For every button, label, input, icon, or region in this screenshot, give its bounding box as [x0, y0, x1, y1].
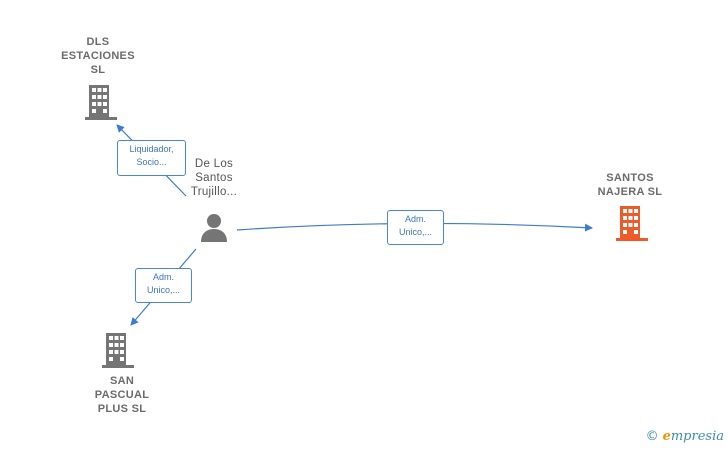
brand-logo: ©empresia	[645, 429, 724, 444]
building-icon[interactable]	[85, 85, 117, 121]
building-icon[interactable]	[102, 333, 134, 369]
person-icon[interactable]	[199, 212, 229, 242]
edge-label-to-dls[interactable]: Liquidador, Socio...	[117, 140, 186, 176]
copyright-icon: ©	[645, 429, 659, 444]
node-label-san-pascual: SAN PASCUAL PLUS SL	[94, 375, 150, 415]
node-label-person: De Los Santos Trujillo...	[190, 158, 238, 198]
edge-label-to-san-pascual[interactable]: Adm. Unico,...	[135, 268, 192, 303]
edge-label-to-santos[interactable]: Adm. Unico,...	[387, 210, 444, 245]
node-label-dls: DLS ESTACIONES SL	[61, 36, 135, 76]
node-label-santos: SANTOS NAJERA SL	[597, 172, 663, 198]
building-icon[interactable]	[616, 206, 648, 242]
